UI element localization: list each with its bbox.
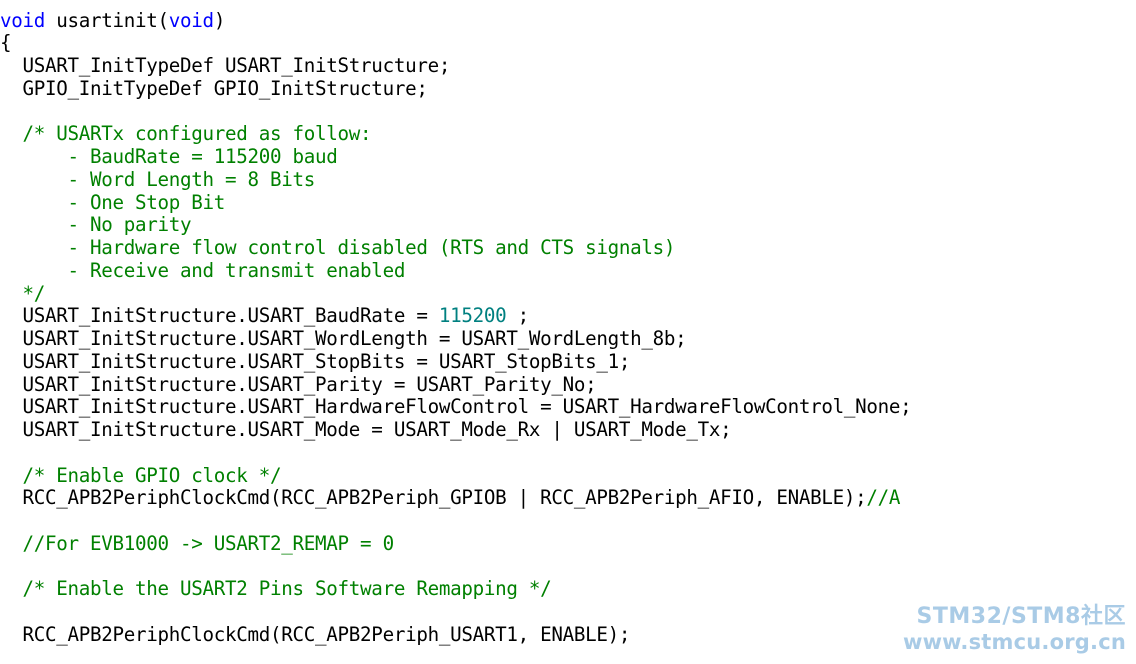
- code-line: - Receive and transmit enabled: [0, 258, 406, 282]
- code-token: USART_InitStructure.USART_HardwareFlowCo…: [0, 395, 912, 419]
- comment-token: //A: [866, 486, 901, 510]
- code-token: GPIO_InitTypeDef GPIO_InitStructure;: [0, 76, 428, 100]
- watermark-title: STM32/STM8社区: [916, 604, 1126, 629]
- code-token: USART_InitTypeDef USART_InitStructure;: [0, 54, 451, 77]
- code-line: /* Enable GPIO clock */: [0, 463, 282, 487]
- code-line: USART_InitTypeDef USART_InitStructure;: [0, 54, 451, 77]
- code-line: RCC_APB2PeriphClockCmd(RCC_APB2Periph_GP…: [0, 486, 901, 510]
- code-token: {: [0, 31, 12, 55]
- comment-token: - BaudRate = 115200 baud: [0, 145, 338, 168]
- code-line: /* USARTx configured as follow:: [0, 122, 372, 146]
- code-line: - No parity: [0, 213, 192, 237]
- code-token: USART_InitStructure.USART_StopBits = USA…: [0, 349, 631, 373]
- code-line: - Word Length = 8 Bits: [0, 167, 316, 191]
- code-token: ;: [506, 304, 530, 328]
- code-line: */: [0, 281, 46, 305]
- code-token: USART_InitStructure.USART_BaudRate =: [0, 304, 439, 328]
- code-token: USART_InitStructure.USART_Parity = USART…: [0, 372, 597, 396]
- comment-token: - Word Length = 8 Bits: [0, 167, 316, 191]
- watermark: STM32/STM8社区 www.stmcu.org.cn: [886, 604, 1126, 654]
- comment-token: /* Enable GPIO clock */: [0, 463, 282, 487]
- code-line: RCC_APB2PeriphClockCmd(RCC_APB2Periph_US…: [0, 622, 631, 646]
- code-line: void usartinit(void): [0, 9, 225, 32]
- code-line: - One Stop Bit: [0, 190, 226, 214]
- code-line: USART_InitStructure.USART_HardwareFlowCo…: [0, 395, 912, 419]
- comment-token: - Receive and transmit enabled: [0, 258, 406, 282]
- code-line: GPIO_InitTypeDef GPIO_InitStructure;: [0, 77, 428, 100]
- code-token: ): [213, 8, 226, 32]
- code-line: /* Enable the USART2 Pins Software Remap…: [0, 577, 552, 601]
- code-token: usartinit(: [45, 8, 169, 32]
- code-line: USART_InitStructure.USART_StopBits = USA…: [0, 349, 631, 373]
- code-line: {: [0, 31, 12, 55]
- comment-token: - Hardware flow control disabled (RTS an…: [0, 236, 676, 259]
- code-line: - BaudRate = 115200 baud: [0, 145, 338, 168]
- code-token: RCC_APB2PeriphClockCmd(RCC_APB2Periph_GP…: [0, 486, 867, 510]
- code-line: USART_InitStructure.USART_WordLength = U…: [0, 327, 687, 350]
- comment-token: - No parity: [0, 213, 192, 237]
- watermark-url: www.stmcu.org.cn: [902, 630, 1126, 654]
- code-line: USART_InitStructure.USART_Parity = USART…: [0, 372, 597, 396]
- comment-token: /* USARTx configured as follow:: [0, 122, 372, 146]
- code-token: USART_InitStructure.USART_Mode = USART_M…: [0, 418, 732, 441]
- comment-token: - One Stop Bit: [0, 190, 226, 214]
- code-token: RCC_APB2PeriphClockCmd(RCC_APB2Periph_US…: [0, 622, 631, 646]
- keyword-token: void: [0, 8, 46, 32]
- number-token: 115200: [438, 304, 507, 328]
- comment-token: //For EVB1000 -> USART2_REMAP = 0: [0, 531, 395, 555]
- code-token: USART_InitStructure.USART_WordLength = U…: [0, 327, 687, 350]
- comment-token: */: [0, 281, 46, 305]
- keyword-token: void: [168, 8, 214, 32]
- code-line: USART_InitStructure.USART_BaudRate = 115…: [0, 304, 530, 328]
- code-line: - Hardware flow control disabled (RTS an…: [0, 236, 676, 259]
- comment-token: /* Enable the USART2 Pins Software Remap…: [0, 577, 552, 601]
- code-line: //For EVB1000 -> USART2_REMAP = 0: [0, 531, 395, 555]
- code-line: USART_InitStructure.USART_Mode = USART_M…: [0, 418, 732, 441]
